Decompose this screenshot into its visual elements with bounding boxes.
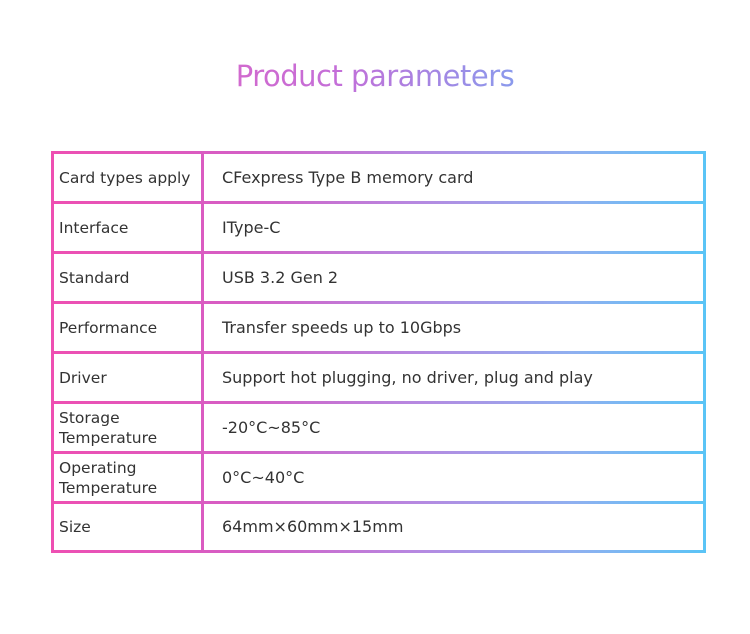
table-row: Card types apply CFexpress Type B memory… — [54, 154, 703, 201]
row-value: CFexpress Type B memory card — [204, 154, 703, 201]
table-row: Operating Temperature 0°C~40°C — [54, 454, 703, 501]
row-label: Driver — [54, 354, 201, 401]
row-value: IType-C — [204, 204, 703, 251]
row-label: Interface — [54, 204, 201, 251]
row-label: Card types apply — [54, 154, 201, 201]
table-row: Storage Temperature -20°C~85°C — [54, 404, 703, 451]
row-label: Performance — [54, 304, 201, 351]
page-title: Product parameters — [0, 56, 750, 96]
row-value: 64mm×60mm×15mm — [204, 504, 703, 550]
table-row: Interface IType-C — [54, 204, 703, 251]
row-label: Size — [54, 504, 201, 550]
parameters-table: Card types apply CFexpress Type B memory… — [51, 151, 706, 553]
row-value: 0°C~40°C — [204, 454, 703, 501]
table-row: Standard USB 3.2 Gen 2 — [54, 254, 703, 301]
row-value: Support hot plugging, no driver, plug an… — [204, 354, 703, 401]
row-value: -20°C~85°C — [204, 404, 703, 451]
row-label: Operating Temperature — [54, 454, 201, 501]
row-value: Transfer speeds up to 10Gbps — [204, 304, 703, 351]
table-row: Size 64mm×60mm×15mm — [54, 504, 703, 550]
row-label: Storage Temperature — [54, 404, 201, 451]
table-row: Performance Transfer speeds up to 10Gbps — [54, 304, 703, 351]
table-row: Driver Support hot plugging, no driver, … — [54, 354, 703, 401]
row-value: USB 3.2 Gen 2 — [204, 254, 703, 301]
row-label: Standard — [54, 254, 201, 301]
parameters-table-body: Card types apply CFexpress Type B memory… — [54, 154, 703, 550]
